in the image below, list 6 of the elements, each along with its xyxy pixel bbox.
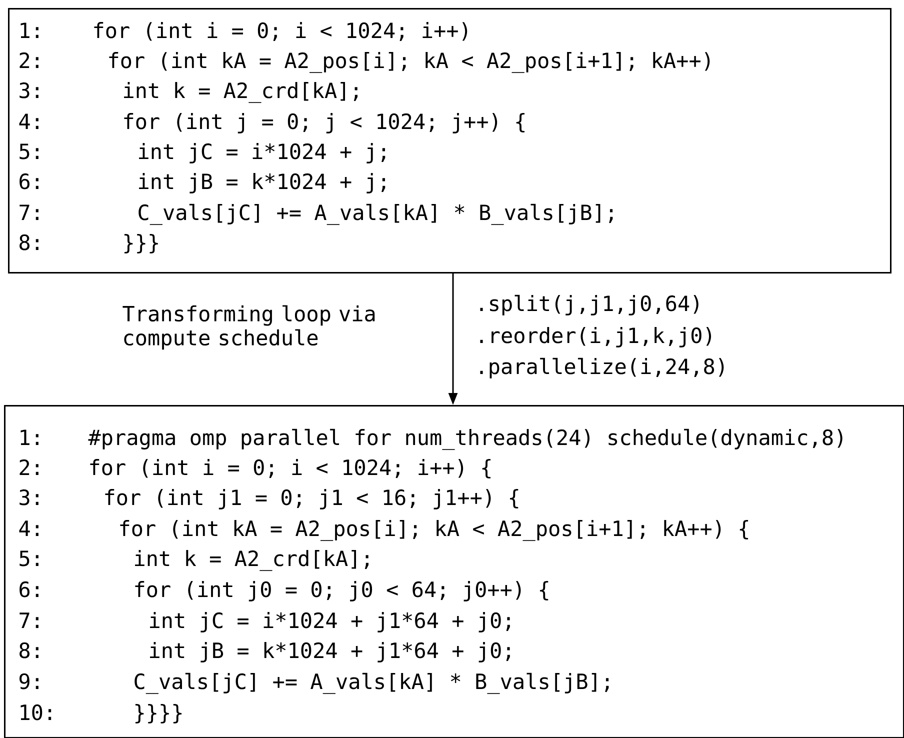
caption-text: Transforming loop via compute schedule: [122, 305, 375, 350]
schedule-command: .split(j,j1,j0,64): [480, 294, 698, 316]
schedule-command: .reorder(i,j1,k,j0): [480, 327, 712, 348]
schedule-command: .parallelize(i,24,8): [480, 358, 724, 378]
code-box: 1: for (int i = 0; i < 1024; i++) 2: for (int kA = A2_pos[i]; kA < A2_pos[i+1]; kA++) 3: int k = A2_crd[kA]; 4: for (int j = 0; j < 1024; j++) { 5: int jC = i*1024 + j; 6: int jB = k*1024 + j; 7: C_vals[jC] += A_vals[kA] * B_vals[jB]; 8: }}}: [8, 8, 892, 274]
code-box: 1: #pragma omp parallel for num_threads(24) schedule(dynamic,8) 2: for (int i = 0; i < 1024; i++) { 3: for (int j1 = 0; j1 < 16; j1++) { 4: for (int kA = A2_pos[i]; kA < A2_pos[i+1]; kA++) { 5: int k = A2_crd[kA]; 6: for (int j0 = 0; j0 < 64; j0++) { 7: int jC = i*1024 + j1*64 + j0; 8: int jB = k*1024 + j1*64 + j0; 9: C_vals[jC] += A_vals[kA] * B_vals[jB]; 10: }}}}: [4, 405, 904, 738]
